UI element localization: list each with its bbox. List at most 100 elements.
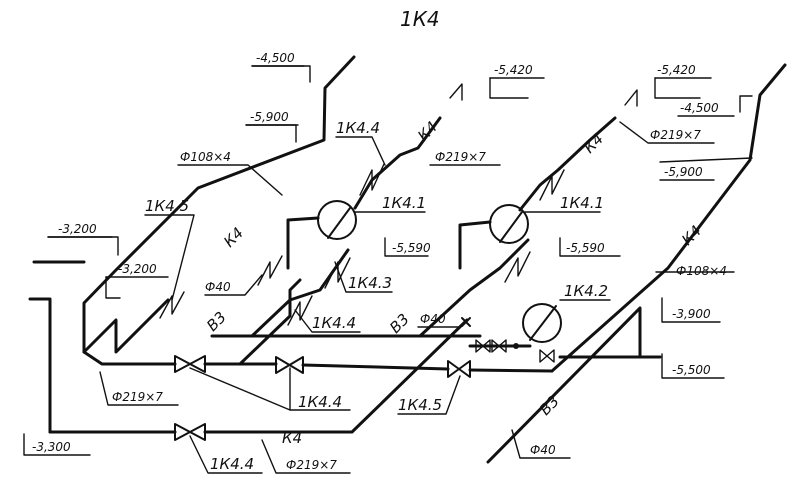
- level-label-7: -3,200: [58, 222, 97, 236]
- node-label-2: 1К4.5: [145, 197, 189, 215]
- node-label-5: 1К4.4: [312, 314, 356, 332]
- leader-l11: [661, 297, 721, 323]
- leader-n2: [144, 214, 195, 301]
- level-label-12: -5,500: [672, 363, 711, 377]
- riser-k4-left: [82, 55, 356, 354]
- scheme-title: 1К4: [400, 7, 440, 31]
- valve-5: [461, 317, 471, 327]
- zigzag-5: [539, 169, 565, 201]
- leader-d3: [619, 121, 715, 144]
- leader-n1: [335, 136, 386, 166]
- leader-l9: [384, 237, 429, 257]
- riser-k4-top-left: [353, 116, 442, 210]
- valve-small-3: [539, 349, 555, 363]
- level-label-1: -4,500: [256, 51, 295, 65]
- level-label-13: -3,300: [32, 440, 71, 454]
- b3-line-left: [238, 278, 302, 366]
- fixture-1k4-1-right-mark: [499, 211, 523, 243]
- riser-fixture-right: [458, 220, 492, 270]
- diag-riser-2: [418, 238, 530, 338]
- level-label-8: -3,200: [118, 262, 157, 276]
- leader-d9: [511, 429, 571, 459]
- fixture-1k4-1-left-mark: [327, 207, 351, 239]
- level-labels: -4,500 -5,900 -5,420 -5,420 -4,500 -5,90…: [32, 51, 719, 454]
- label-b3-1: В3: [203, 308, 230, 335]
- zigzag-9: [159, 291, 185, 319]
- level-label-3: -5,420: [494, 63, 533, 77]
- leader-l5: [739, 95, 753, 113]
- leader-n10: [189, 435, 263, 474]
- fixture-1k4-1-right: [489, 204, 529, 244]
- diameter-label-7: Ф219×7: [112, 390, 163, 404]
- valve-4: [174, 423, 206, 441]
- zigzag-6: [504, 251, 531, 283]
- diameter-label-2: Ф219×7: [435, 150, 486, 164]
- stub-left-lower: [28, 297, 52, 434]
- leader-l8: [105, 276, 121, 299]
- leader-l4: [654, 77, 701, 99]
- valve-small-2: [491, 339, 507, 353]
- node-label-6: 1К4.1: [560, 194, 604, 212]
- diameter-leaders: [99, 121, 735, 474]
- label-b3-2: В3: [386, 310, 413, 337]
- node-label-1: 1К4.4: [336, 119, 380, 137]
- label-k4-5: К4: [282, 429, 302, 447]
- node-label-7: 1К4.2: [564, 282, 608, 300]
- leader-l10: [559, 237, 621, 257]
- node-label-3: 1К4.1: [382, 194, 426, 212]
- pipe-labels: К4 К4 К4 К4 К4 В3 В3 В3: [203, 118, 705, 447]
- leader-n5: [294, 309, 361, 333]
- label-b3-3: В3: [536, 392, 563, 419]
- diameter-label-9: Ф40: [530, 443, 556, 457]
- riser-k4-top-right: [518, 116, 617, 212]
- level-label-11: -3,900: [672, 307, 711, 321]
- leader-n9: [397, 375, 461, 415]
- diameter-label-8: Ф219×7: [286, 458, 337, 472]
- main-horizontal: [82, 350, 177, 366]
- riser-fixture-left: [286, 216, 320, 270]
- diameter-label-1: Ф108×4: [180, 150, 231, 164]
- fixtures: [317, 200, 562, 343]
- riser-k4-right: [550, 63, 787, 373]
- leader-l7: [47, 236, 119, 256]
- node-labels: 1К4.4 1К4.5 1К4.1 1К4.3 1К4.4 1К4.1 1К4.…: [145, 119, 608, 473]
- valve-small-1: [475, 339, 491, 353]
- zigzag-7: [449, 83, 463, 101]
- fixture-1k4-2: [522, 303, 562, 343]
- leader-d4: [204, 274, 263, 296]
- leader-d1: [177, 164, 283, 196]
- leader-l6: [659, 157, 753, 163]
- leader-l12: [661, 353, 725, 379]
- level-label-9: -5,590: [392, 241, 431, 255]
- valves: [174, 317, 555, 441]
- zigzag-2: [324, 257, 351, 289]
- leader-l13: [23, 433, 91, 456]
- valve-dot: [513, 343, 519, 349]
- node-label-8: 1К4.4: [298, 393, 342, 411]
- level-label-6: -5,900: [664, 165, 703, 179]
- valve-1: [174, 355, 206, 373]
- diameter-label-3: Ф219×7: [650, 128, 701, 142]
- label-k4-3: К4: [580, 130, 607, 157]
- leader-d8: [261, 439, 351, 474]
- pipe-network: [28, 55, 787, 464]
- zigzag-4: [359, 163, 385, 196]
- fixture-1k4-2-mark: [529, 305, 557, 341]
- valve-2: [275, 356, 304, 374]
- node-label-9: 1К4.5: [398, 396, 442, 414]
- label-k4-1: К4: [220, 224, 247, 251]
- level-markers: [23, 65, 753, 456]
- leader-l3: [489, 77, 529, 99]
- diameter-labels: Ф108×4 Ф219×7 Ф219×7 Ф40 Ф40 Ф108×4 Ф219…: [112, 128, 727, 472]
- level-label-5: -4,500: [680, 101, 719, 115]
- level-label-10: -5,590: [566, 241, 605, 255]
- level-label-2: -5,900: [250, 110, 289, 124]
- zigzag-3: [287, 295, 313, 326]
- leader-l1: [251, 65, 311, 83]
- zigzag-1: [257, 255, 283, 286]
- leader-d7: [99, 371, 179, 406]
- offset-left: [82, 298, 170, 354]
- leader-n4: [334, 261, 393, 293]
- node-label-4: 1К4.3: [348, 274, 392, 292]
